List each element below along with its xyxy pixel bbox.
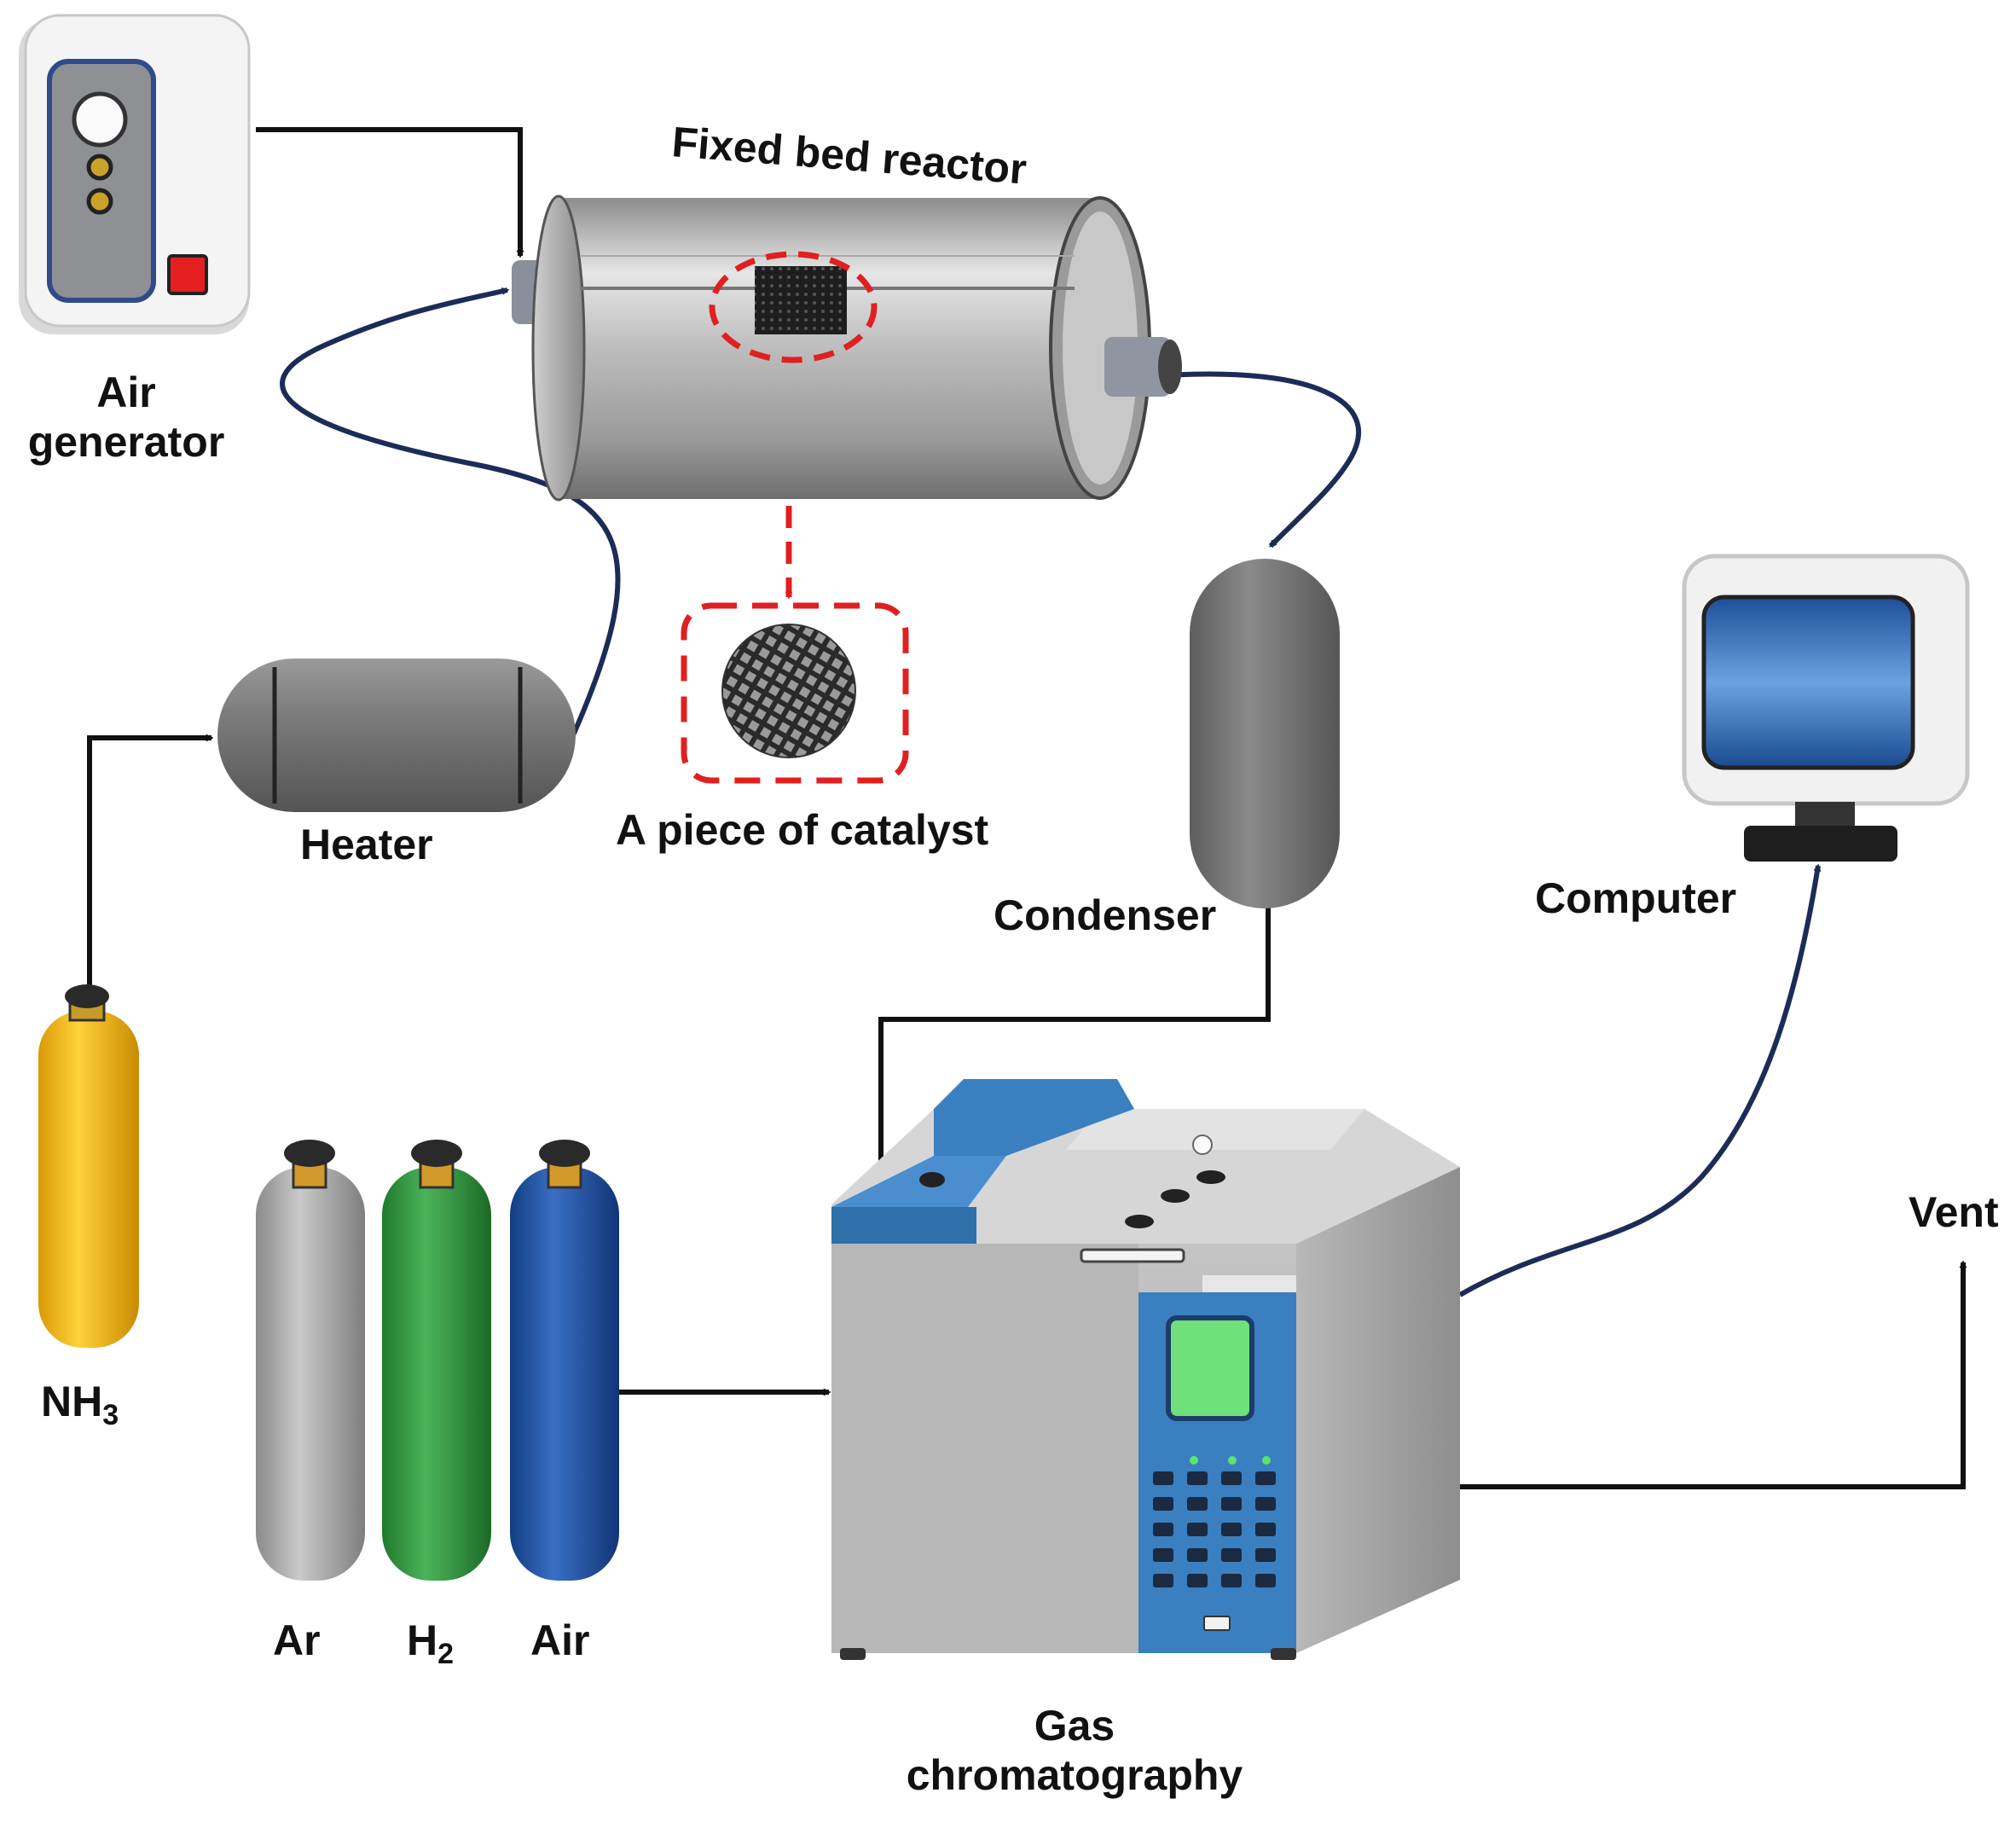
gc-label-line2: chromatography bbox=[906, 1750, 1243, 1799]
fixed-bed-reactor-icon bbox=[512, 194, 1182, 502]
flow-gc-to-vent bbox=[1460, 1262, 1963, 1489]
h2-label-main: H bbox=[407, 1616, 438, 1664]
gc-label-line1: Gas bbox=[1034, 1702, 1115, 1750]
heater-label: Heater bbox=[300, 821, 433, 868]
condenser-label: Condenser bbox=[994, 891, 1217, 939]
ar-cylinder-icon bbox=[256, 1140, 365, 1581]
nh3-label: NH3 bbox=[41, 1378, 119, 1432]
ar-label: Ar bbox=[273, 1616, 321, 1664]
condenser-vessel-icon bbox=[1190, 559, 1340, 908]
air-cylinder-icon bbox=[510, 1140, 619, 1581]
computer-monitor-icon bbox=[1682, 554, 1970, 862]
computer-label: Computer bbox=[1535, 874, 1737, 922]
h2-label-sub: 2 bbox=[437, 1638, 455, 1670]
vent-label: Vent bbox=[1909, 1188, 1999, 1236]
flow-reactor-to-condenser bbox=[1166, 371, 1362, 548]
flow-heater-to-reactor bbox=[280, 287, 621, 737]
flow-lines bbox=[87, 127, 1963, 1489]
air-generator-label: Air generator bbox=[15, 369, 237, 467]
nh3-label-main: NH bbox=[41, 1378, 103, 1425]
honeycomb-catalyst-icon bbox=[681, 602, 909, 784]
catalyst-label: A piece of catalyst bbox=[616, 806, 989, 854]
air-generator-label-line2: generator bbox=[27, 417, 225, 466]
nh3-cylinder-icon bbox=[38, 984, 139, 1348]
nh3-label-sub: 3 bbox=[102, 1399, 119, 1431]
h2-cylinder-icon bbox=[382, 1140, 491, 1581]
air-generator-label-line1: Air bbox=[96, 369, 156, 416]
h2-label: H2 bbox=[407, 1616, 454, 1671]
flow-nh3-to-heater bbox=[87, 738, 211, 989]
air-cylinder-label: Air bbox=[530, 1616, 590, 1664]
heater-vessel-icon bbox=[217, 659, 576, 812]
flow-air-to-reactor bbox=[256, 127, 520, 256]
gc-label: Gas chromatography bbox=[878, 1702, 1271, 1800]
flow-condenser-to-gc bbox=[881, 904, 1271, 1169]
air-generator-icon bbox=[19, 14, 251, 334]
flow-gc-to-computer bbox=[1458, 866, 1818, 1297]
gas-chromatograph-icon bbox=[831, 1079, 1460, 1660]
